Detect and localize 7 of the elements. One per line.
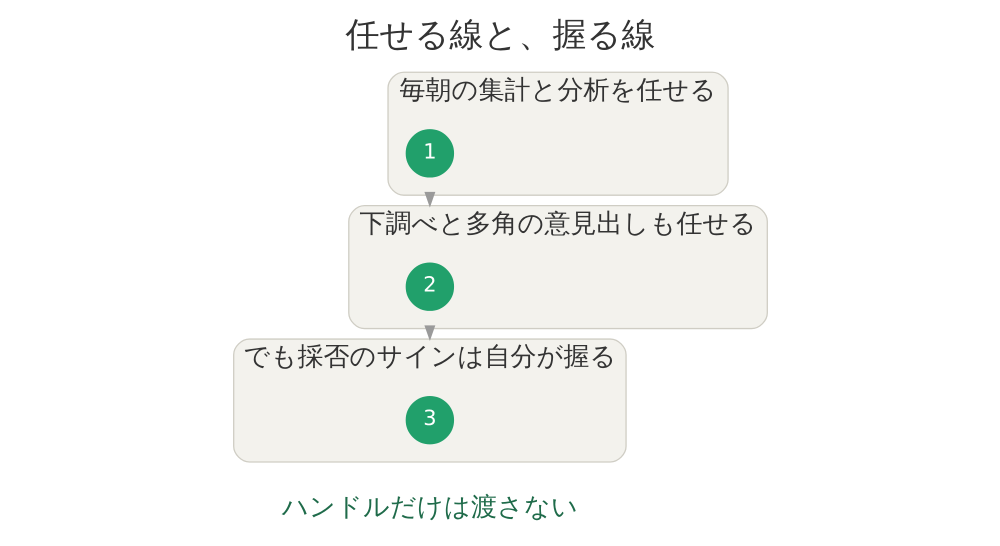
diagram-title: 任せる線と、握る線 — [345, 14, 655, 55]
node-circle: 3 — [405, 396, 454, 444]
node-circle: 1 — [405, 129, 454, 178]
arrow — [424, 325, 435, 342]
arrow — [424, 192, 435, 208]
node-circle: 2 — [405, 262, 454, 311]
caption: ハンドルだけは渡さない — [281, 492, 578, 523]
